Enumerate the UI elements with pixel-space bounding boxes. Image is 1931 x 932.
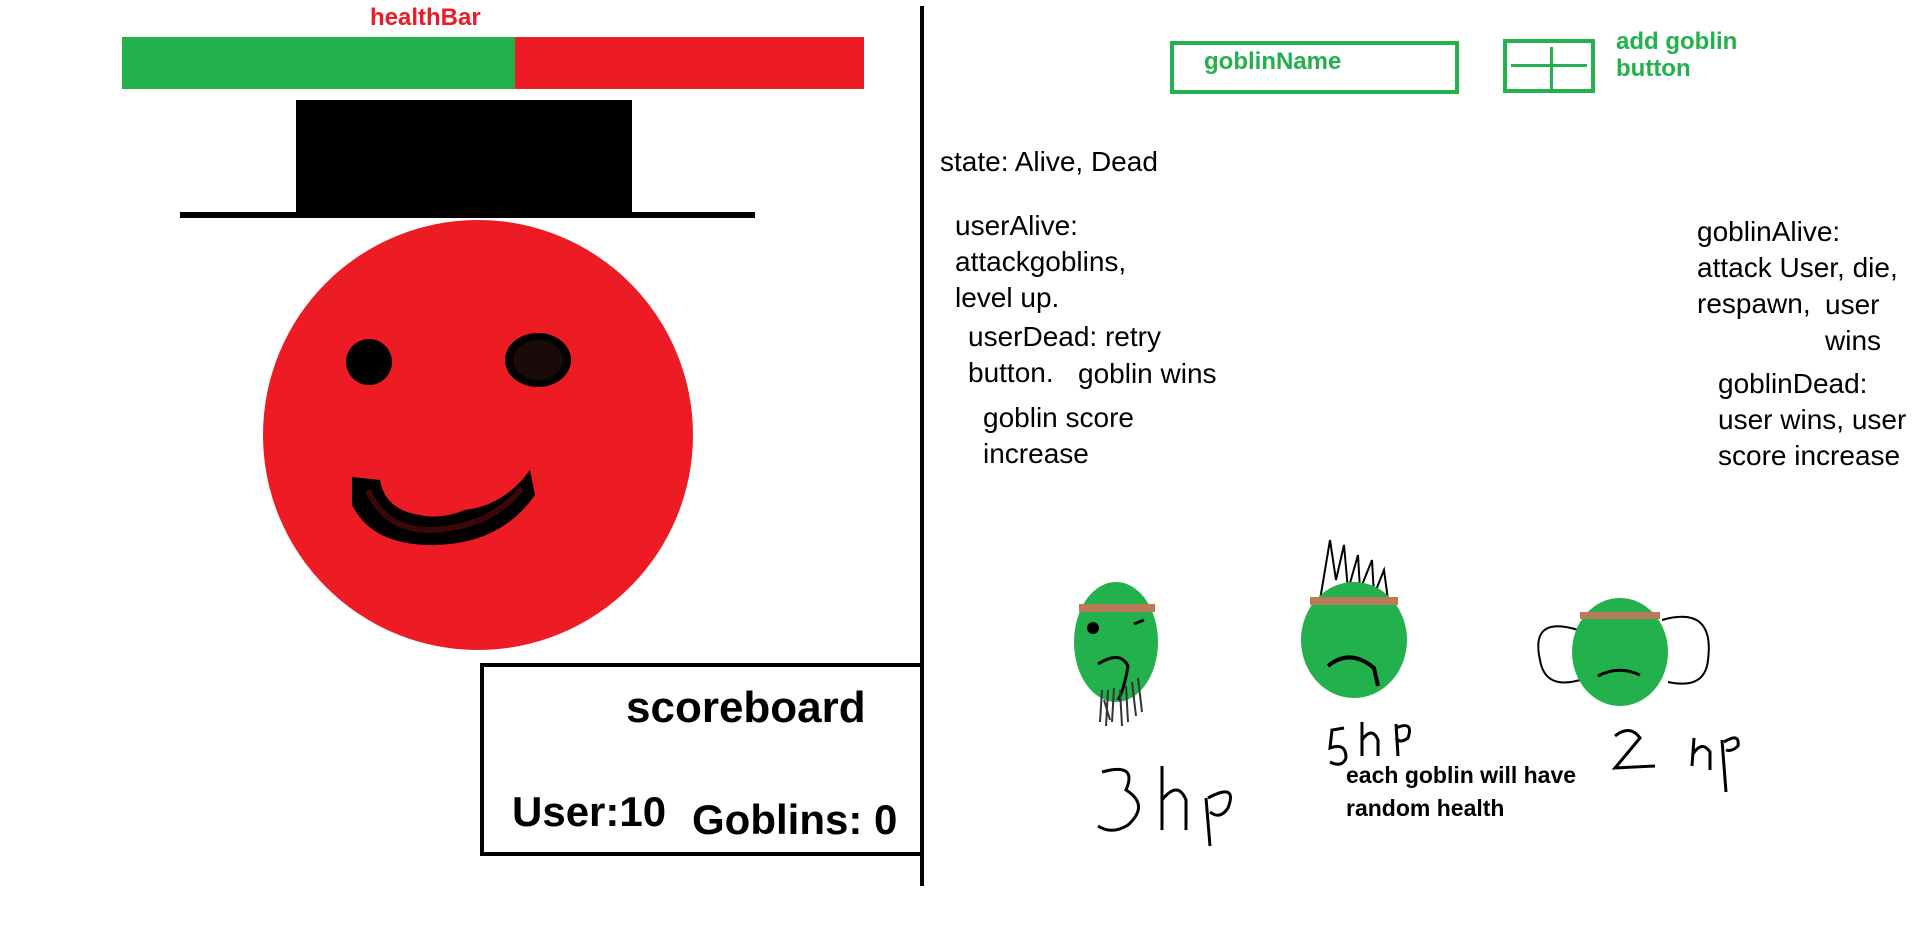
user-dead-note: userDead: retry button. (968, 321, 1161, 388)
goblin-alive-note: goblinAlive: attack User, die, respawn, (1697, 216, 1898, 319)
plus-icon (1511, 64, 1587, 67)
goblin-score-note: goblin score increase (983, 402, 1134, 469)
user-alive-note: userAlive: attackgoblins, level up. (955, 210, 1127, 313)
goblin-wins-note: goblin wins (1078, 358, 1217, 389)
panel-divider (920, 6, 924, 886)
hp-label-2 (1611, 729, 1740, 793)
user-wins-note: user wins (1825, 289, 1882, 356)
hp-label-3 (1097, 766, 1232, 847)
goblin-big-ears (1537, 598, 1710, 706)
add-goblin-label: add goblin button (1616, 28, 1738, 82)
top-hat-icon (180, 100, 755, 218)
goblin-name-placeholder: goblinName (1204, 48, 1342, 75)
health-bar-lost (515, 37, 864, 89)
health-bar-label: healthBar (370, 4, 481, 31)
random-health-note: each goblin will have random health (1346, 762, 1577, 821)
scoreboard-title: scoreboard (626, 683, 866, 732)
add-goblin-button[interactable] (1503, 39, 1595, 93)
goblin-dead-note: goblinDead: user wins, user score increa… (1718, 368, 1907, 471)
goblin-name-input[interactable]: goblinName (1170, 41, 1459, 94)
goblin-spiky-hair (1301, 539, 1407, 698)
scoreboard-panel (480, 663, 920, 856)
player-face (263, 220, 693, 650)
goblin-score: Goblins: 0 (692, 796, 898, 843)
goblin-bearded (1074, 582, 1158, 727)
hp-label-5 (1328, 722, 1411, 766)
state-note: state: Alive, Dead (940, 146, 1158, 177)
health-bar-remaining (122, 37, 515, 89)
user-score: User:10 (512, 788, 667, 835)
